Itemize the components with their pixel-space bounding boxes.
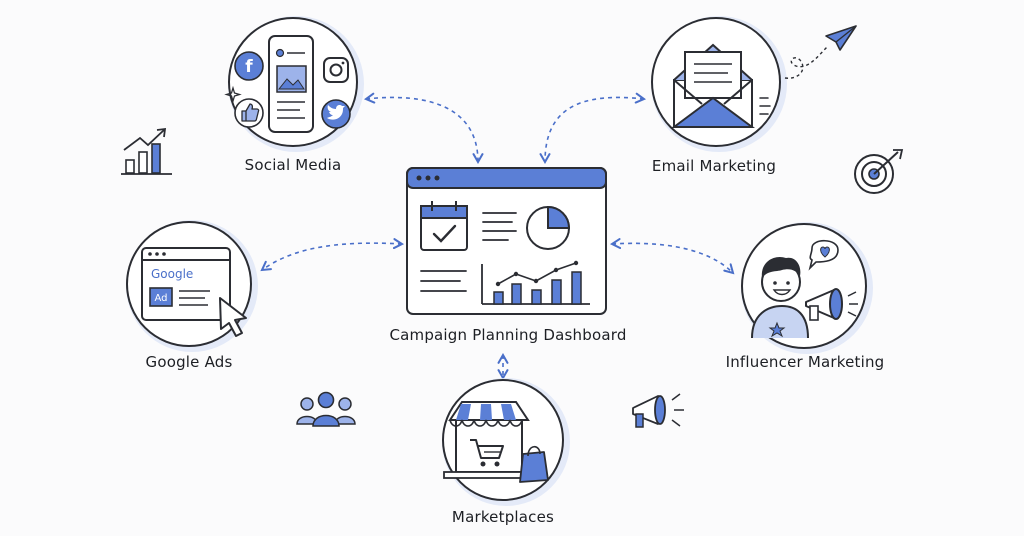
target-icon	[854, 149, 904, 194]
team-icon	[296, 391, 356, 427]
paper-plane-icon	[784, 25, 857, 79]
label-google-ads: Google Ads	[145, 353, 233, 371]
email-marketing-node	[651, 16, 787, 152]
ad-badge: Ad	[154, 293, 167, 304]
storefront-icon	[443, 401, 535, 479]
google-ads-node: Google Ad	[126, 220, 258, 352]
bar-growth-icon	[121, 127, 172, 175]
marketplaces-node	[442, 378, 570, 506]
edge-email-marketing	[539, 92, 647, 165]
bar-chart-icon	[481, 260, 590, 305]
label-center-dashboard: Campaign Planning Dashboard	[389, 326, 627, 344]
influencer-marketing-node	[741, 222, 873, 354]
megaphone-hand-icon	[805, 288, 858, 321]
google-wordmark: Google	[151, 267, 193, 281]
shopping-bag-icon	[519, 445, 549, 483]
browser-window-icon: Google Ad	[141, 247, 231, 321]
label-email-marketing: Email Marketing	[651, 157, 777, 175]
cursor-icon	[219, 297, 247, 337]
like-icon	[234, 98, 264, 128]
label-social-media: Social Media	[244, 156, 342, 174]
person-icon	[751, 256, 809, 339]
shopping-cart-icon	[470, 439, 504, 467]
dashboard-window	[406, 167, 607, 315]
pie-chart-icon	[526, 205, 571, 250]
instagram-icon	[323, 57, 349, 83]
label-influencer-marketing: Influencer Marketing	[725, 353, 885, 371]
phone-icon	[268, 35, 314, 133]
social-media-node: f	[224, 16, 364, 152]
megaphone-icon	[632, 393, 684, 428]
calendar-icon	[420, 201, 468, 251]
connectors	[260, 92, 735, 381]
edge-google-ads	[260, 238, 405, 272]
facebook-icon: f	[234, 51, 264, 81]
label-marketplaces: Marketplaces	[451, 508, 555, 526]
sparkle-icon	[224, 85, 242, 104]
twitter-icon	[321, 99, 351, 129]
envelope-icon	[670, 43, 756, 128]
edge-influencer-marketing	[609, 238, 735, 275]
speech-bubble-heart-icon	[808, 239, 839, 271]
svg-text:f: f	[245, 57, 253, 77]
edge-social-media	[363, 92, 484, 165]
